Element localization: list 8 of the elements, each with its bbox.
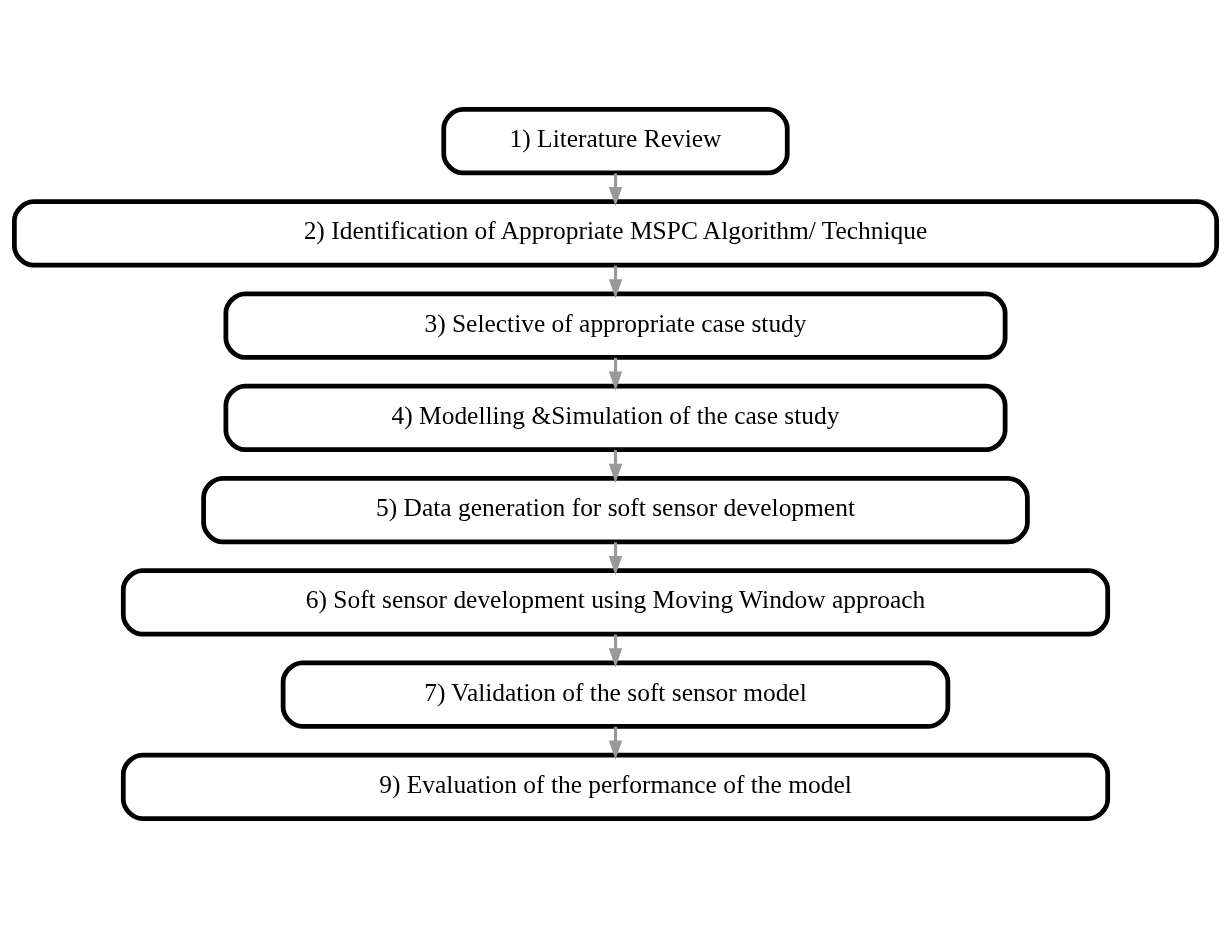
node-box: 2) Identification of Appropriate MSPC Algorithm/ Technique (11, 199, 1220, 268)
node-box: 6) Soft sensor development using Moving Window approach (120, 568, 1111, 637)
node-box: 1) Literature Review (441, 106, 790, 176)
node-box: 4) Modelling &Simulation of the case study (223, 383, 1008, 453)
node-box: 7) Validation of the soft sensor model (280, 660, 951, 729)
node-box: 3) Selective of appropriate case study (223, 291, 1008, 360)
node-box: 9) Evaluation of the performance of the model (120, 752, 1111, 822)
node-box: 5) Data generation for soft sensor development (201, 475, 1030, 545)
